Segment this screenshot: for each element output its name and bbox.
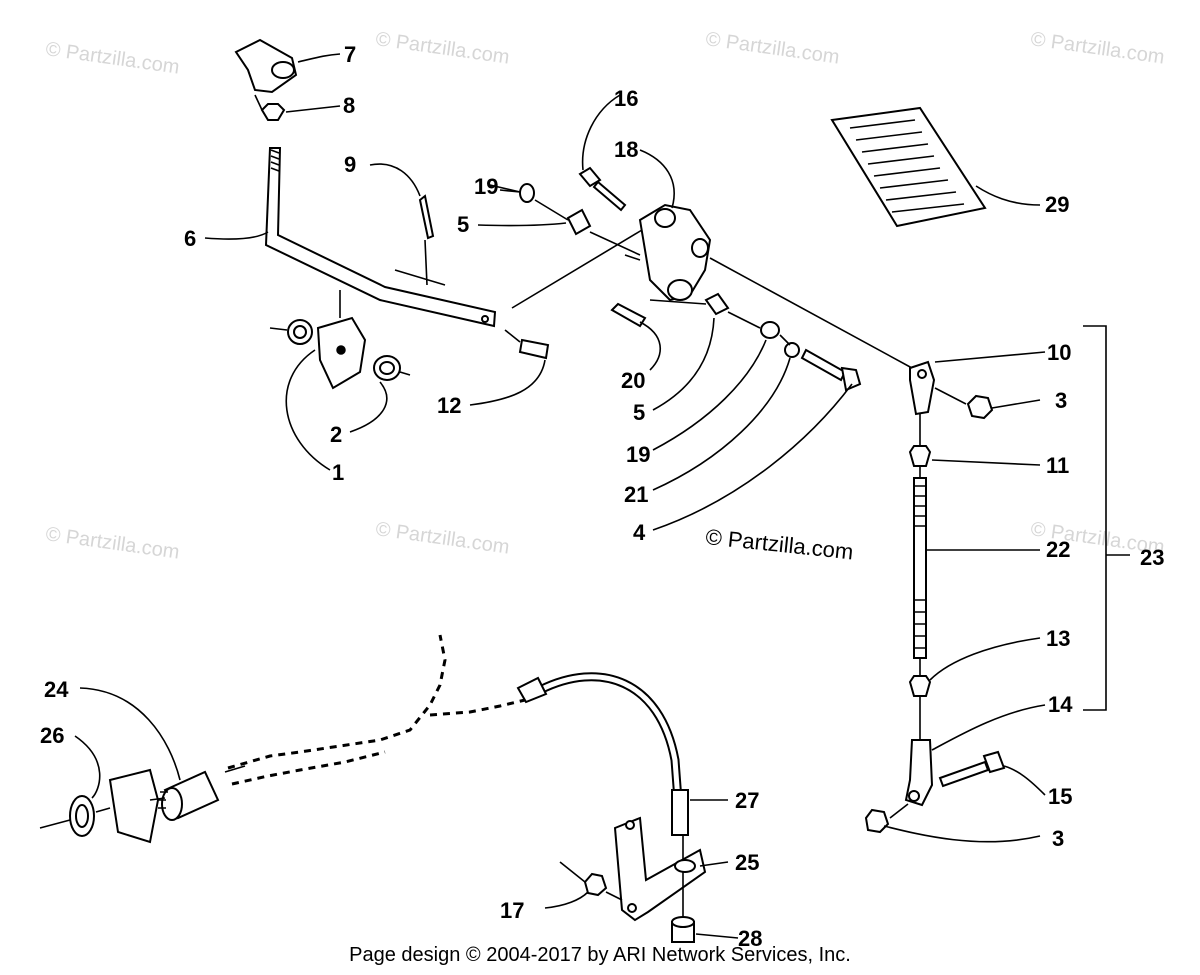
nut (864, 808, 890, 834)
mounting-plate (108, 768, 160, 844)
shift-lever (264, 147, 497, 328)
cotter-pin (418, 194, 435, 240)
jam-nut (908, 675, 932, 697)
callout-7: 7 (344, 42, 356, 67)
callout-3: 3 (1055, 388, 1067, 413)
part-drawings (69, 38, 1006, 943)
watermark: © Partzilla.com (374, 28, 511, 69)
callout-19: 19 (626, 442, 650, 467)
callout-6: 6 (184, 226, 196, 251)
callout-15: 15 (1048, 784, 1072, 809)
pivot-bracket (638, 203, 712, 302)
watermark: © Partzilla.com (44, 523, 181, 564)
nut (583, 872, 608, 897)
nut (966, 394, 994, 420)
cable-fitting (671, 789, 689, 836)
callout-5: 5 (633, 400, 645, 425)
callout-16: 16 (614, 86, 638, 111)
rod-end (909, 360, 936, 416)
rod-end (904, 739, 934, 807)
watermarks: © Partzilla.com © Partzilla.com © Partzi… (44, 28, 1166, 564)
callout-26: 26 (40, 723, 64, 748)
callout-24: 24 (44, 677, 69, 702)
callout-20: 20 (621, 368, 645, 393)
spacer (566, 208, 592, 236)
callout-28: 28 (738, 926, 762, 951)
callout-13: 13 (1046, 626, 1070, 651)
callout-12: 12 (437, 393, 461, 418)
decal (830, 106, 987, 228)
bolt (578, 166, 602, 188)
callout-3: 3 (1052, 826, 1064, 851)
copyright-notice: © Partzilla.com (704, 524, 854, 564)
switch-bracket (613, 816, 707, 922)
callout-27: 27 (735, 788, 759, 813)
nut (260, 103, 286, 121)
callout-2: 2 (330, 422, 342, 447)
shift-knob (234, 38, 298, 94)
callout-22: 22 (1046, 537, 1070, 562)
callout-14: 14 (1048, 692, 1073, 717)
leader-lines (74, 53, 1130, 939)
callout-4: 4 (633, 520, 646, 545)
callout-29: 29 (1045, 192, 1069, 217)
washer (760, 321, 780, 339)
callout-25: 25 (735, 850, 759, 875)
spacer (704, 292, 730, 316)
assembly-lines (39, 94, 967, 918)
callout-11: 11 (1046, 453, 1069, 478)
watermark: © Partzilla.com (704, 28, 841, 69)
callout-9: 9 (344, 152, 356, 177)
callout-23: 23 (1140, 545, 1164, 570)
wiring-harness (227, 634, 447, 770)
threaded-rod (913, 477, 927, 659)
watermark: © Partzilla.com (44, 38, 181, 79)
callout-1: 1 (332, 460, 344, 485)
assembly-bracket (1083, 325, 1107, 711)
watermark: © Partzilla.com (374, 518, 511, 559)
bolt (938, 760, 990, 788)
callout-labels: 1 2 3 3 4 5 5 6 7 8 9 10 11 12 13 14 15 … (40, 42, 1164, 951)
callout-10: 10 (1047, 340, 1071, 365)
lock-washer (784, 342, 800, 358)
roll-pin (610, 302, 647, 328)
callout-17: 17 (500, 898, 524, 923)
callout-18: 18 (614, 137, 638, 162)
watermark: © Partzilla.com (1029, 28, 1166, 69)
page-footer: Page design © 2004-2017 by ARI Network S… (349, 944, 851, 966)
callout-5: 5 (457, 212, 469, 237)
jam-nut (908, 445, 932, 467)
callout-21: 21 (624, 482, 648, 507)
clevis-pin (518, 338, 550, 360)
bolt (800, 348, 847, 382)
cable (537, 672, 683, 801)
washer (519, 183, 535, 203)
callout-8: 8 (343, 93, 355, 118)
callout-19: 19 (474, 174, 498, 199)
